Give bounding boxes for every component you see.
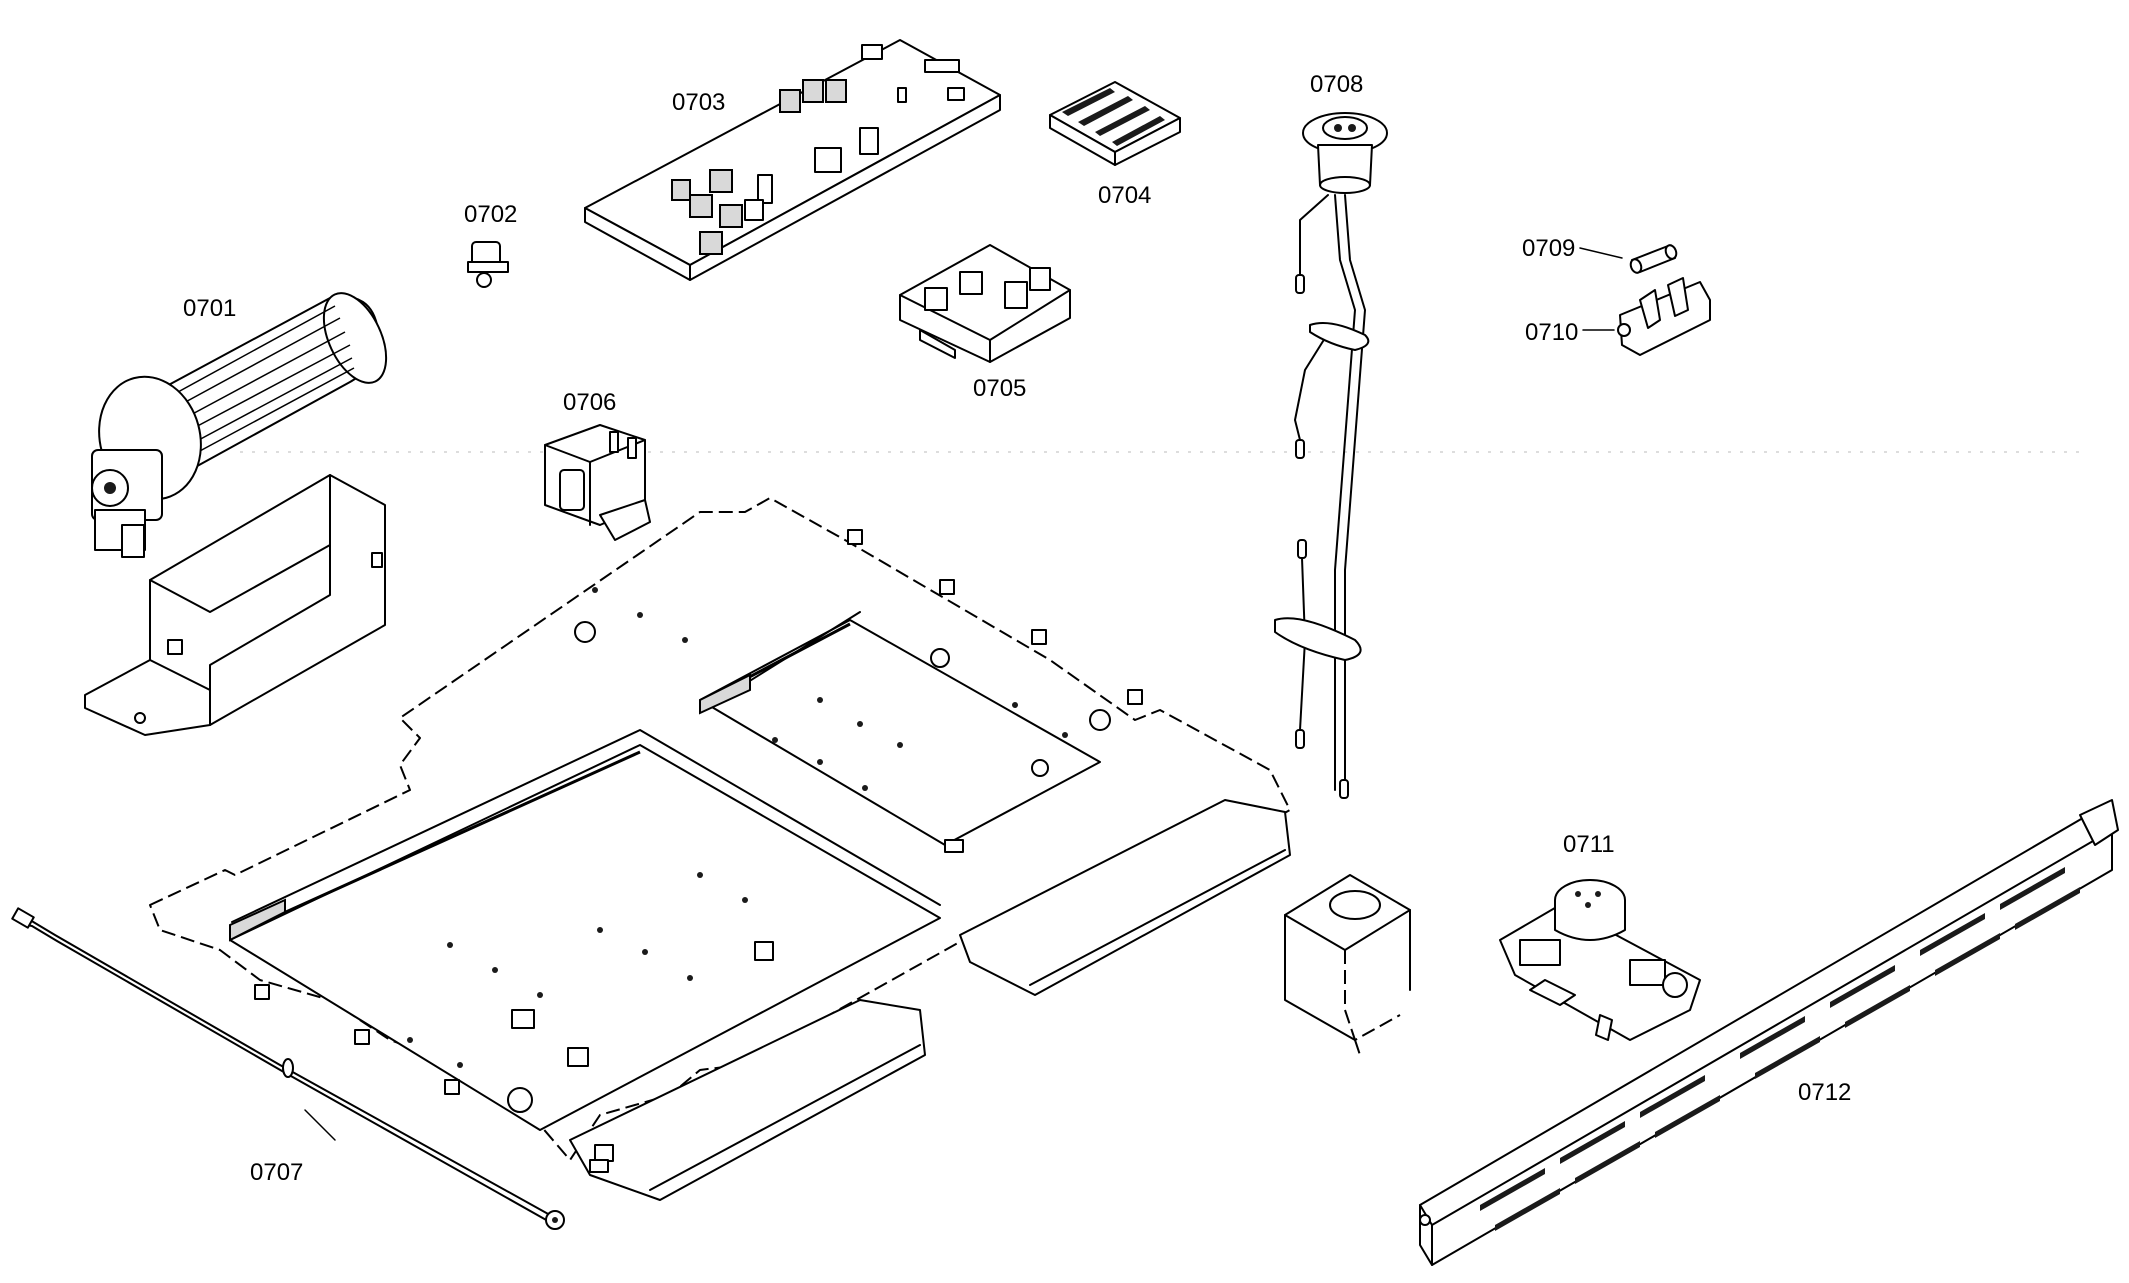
duct-bracket: [1284, 874, 1411, 1056]
label-0707: 0707: [250, 1159, 303, 1186]
door-lock-switch-part: [1499, 879, 1701, 1041]
tangential-fan-part: [84, 292, 388, 736]
thermostat-part: [467, 241, 509, 288]
control-board-part: [584, 39, 1001, 281]
base-plate: [149, 497, 1291, 1201]
label-0711: 0711: [1563, 831, 1615, 858]
label-0703: 0703: [672, 89, 725, 116]
label-0710: 0710: [1525, 319, 1578, 346]
fuse-part: [1579, 244, 1678, 274]
wire-lead-part: [11, 907, 565, 1230]
label-0705: 0705: [973, 375, 1026, 402]
label-0706: 0706: [563, 389, 616, 416]
lamp-socket-harness-part: [1274, 112, 1388, 799]
fuse-holder-part: [1582, 277, 1711, 356]
label-0712: 0712: [1798, 1079, 1851, 1106]
component-holder-part: [899, 244, 1071, 363]
vent-strip-part: [1419, 799, 2119, 1266]
label-0701: 0701: [183, 295, 236, 322]
transformer-part: [544, 424, 651, 541]
label-0709: 0709: [1522, 235, 1575, 262]
label-0708: 0708: [1310, 71, 1363, 98]
label-0702: 0702: [464, 201, 517, 228]
label-0704: 0704: [1098, 182, 1151, 209]
heat-sink-part: [1049, 81, 1181, 166]
